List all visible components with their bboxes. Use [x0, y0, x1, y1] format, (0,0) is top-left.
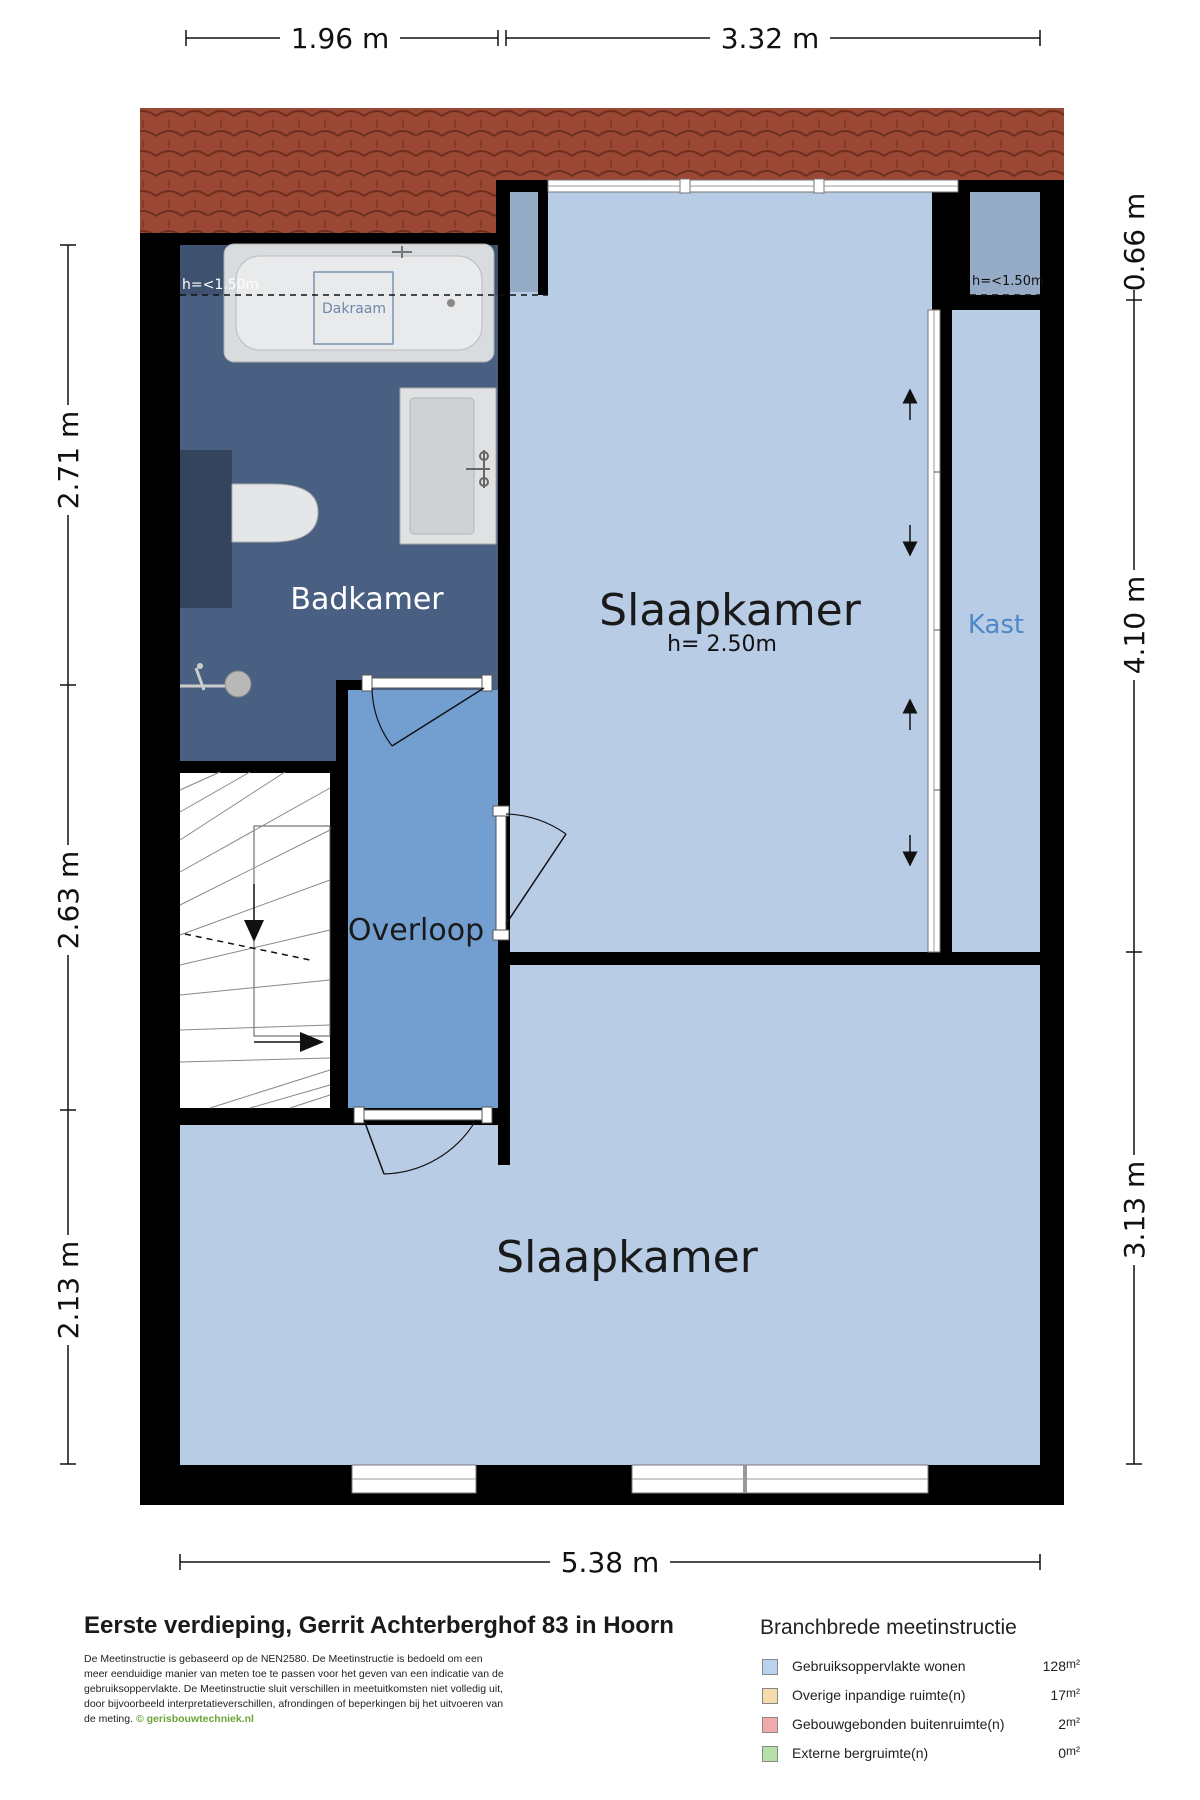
legend-label: Externe bergruimte(n): [792, 1745, 929, 1761]
label-dakraam: Dakraam: [322, 301, 386, 317]
dim-left-2: 2.63 m: [52, 851, 85, 950]
label-slaapkamer-top: Slaapkamer: [599, 585, 862, 636]
legend-unit: m²: [1066, 1715, 1080, 1729]
bath-tap-icon: [392, 246, 412, 258]
wall-bath-step-top: [336, 680, 366, 690]
wall-kast-top: [935, 298, 1040, 310]
door-slaapkamer-bottom: [353, 1106, 493, 1175]
footer-website: © gerisbouwtechniek.nl: [135, 1713, 254, 1725]
legend-value: 17: [1050, 1687, 1066, 1703]
footer-description-text: De Meetinstructie is gebaseerd op de NEN…: [84, 1653, 504, 1725]
legend-swatch: [762, 1717, 778, 1733]
legend-label: Gebouwgebonden buitenruimte(n): [792, 1716, 1005, 1732]
sink-tap-icon: [466, 450, 490, 488]
dim-top-left: 1.96 m: [291, 22, 390, 55]
dim-left-3: 2.13 m: [52, 1241, 85, 1340]
legend-swatch: [762, 1746, 778, 1762]
wall-bath-step: [336, 680, 348, 773]
slaapkamer-bottom-lower-right: [510, 965, 1040, 1125]
label-kast: Kast: [968, 610, 1024, 640]
badkamer-counter: [180, 450, 232, 608]
footer-description: De Meetinstructie is gebaseerd op de NEN…: [84, 1652, 504, 1727]
dim-bottom: 5.38 m: [561, 1546, 660, 1579]
legend-value: 128: [1042, 1658, 1066, 1674]
legend-title: Branchbrede meetinstructie: [760, 1616, 1017, 1639]
dim-right-1: 0.66 m: [1118, 193, 1151, 292]
dimension-label-bgs: [48, 18, 1154, 1582]
label-slaapkamer-bottom: Slaapkamer: [496, 1232, 759, 1283]
wall-bath-slaap: [498, 180, 510, 960]
dim-right-3: 3.13 m: [1118, 1161, 1151, 1260]
legend-swatch: [762, 1688, 778, 1704]
wall-overloop-right: [498, 960, 510, 1165]
slaapkamer-top-floor: [510, 192, 932, 952]
label-low-height-right: h=<1.50m: [972, 274, 1044, 289]
wall-nook-left: [538, 180, 548, 295]
dim-top-right: 3.32 m: [721, 22, 820, 55]
dim-left-1: 2.71 m: [52, 411, 85, 510]
legend-unit: m²: [1066, 1686, 1080, 1700]
legend-value: 0: [1058, 1745, 1066, 1761]
footer-title: Eerste verdieping, Gerrit Achterberghof …: [84, 1612, 674, 1639]
label-overloop: Overloop: [348, 913, 484, 948]
legend-item: Overige inpandige ruimte(n) 17 m²: [760, 1685, 1080, 1709]
label-badkamer: Badkamer: [290, 582, 444, 617]
legend-item: Gebruiksoppervlakte wonen 128 m²: [760, 1656, 1080, 1680]
legend-unit: m²: [1066, 1744, 1080, 1758]
legend-label: Gebruiksoppervlakte wonen: [792, 1658, 966, 1674]
nook-right: [970, 192, 1040, 295]
legend-item: Gebouwgebonden buitenruimte(n) 2 m²: [760, 1714, 1080, 1738]
nook-left: [510, 192, 538, 292]
label-low-height-left: h=<1.50m: [182, 277, 259, 293]
label-slaapkamer-height: h= 2.50m: [667, 632, 777, 657]
stairs-floor: [180, 772, 330, 1108]
slaapkamer-bottom-floor: [180, 1125, 1040, 1465]
toilet: [231, 483, 319, 543]
legend-value: 2: [1058, 1716, 1066, 1732]
shower-icon: [180, 663, 252, 698]
wall-nook-right: [958, 180, 970, 295]
overloop-floor: [348, 690, 498, 1110]
legend-swatch: [762, 1659, 778, 1675]
wall-stairs-overloop: [330, 773, 348, 1109]
dakraam-window: [313, 271, 394, 345]
legend-unit: m²: [1066, 1657, 1080, 1671]
door-badkamer: [361, 674, 493, 747]
stairs: [179, 771, 331, 1109]
kast-floor: [952, 310, 1040, 952]
legend-label: Overige inpandige ruimte(n): [792, 1687, 966, 1703]
wall-bath-bottom: [180, 761, 348, 773]
wall-slaapkamers: [498, 952, 1040, 965]
dim-right-2: 4.10 m: [1118, 576, 1151, 675]
door-slaapkamer-top: [492, 805, 567, 941]
legend-item: Externe bergruimte(n) 0 m²: [760, 1743, 1080, 1767]
